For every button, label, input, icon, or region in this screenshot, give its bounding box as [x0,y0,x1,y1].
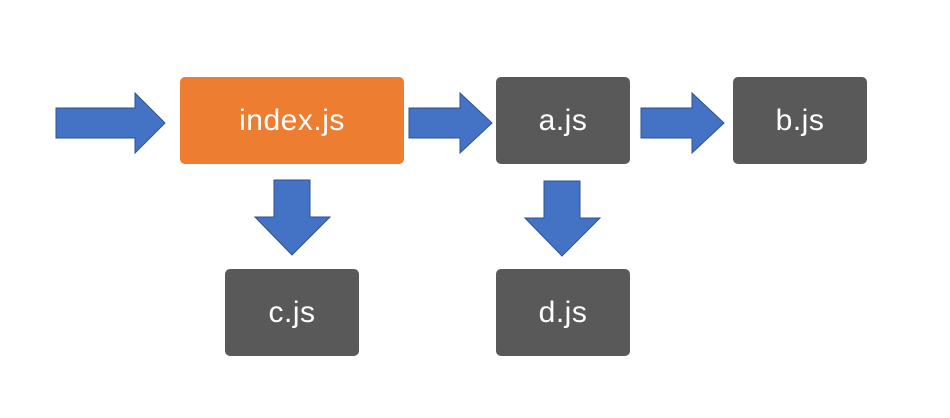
node-label: c.js [268,295,316,329]
node-label: a.js [538,103,588,137]
arrow-a-to-b-icon [640,92,725,154]
node-a-js: a.js [496,77,630,164]
node-label: d.js [538,295,588,329]
arrow-a-to-d-icon [524,180,602,257]
arrow-index-to-c-icon [254,179,332,256]
node-d-js: d.js [496,269,630,356]
node-c-js: c.js [225,269,359,356]
arrow-index-to-a-icon [408,92,493,154]
node-index-js: index.js [180,77,404,164]
node-label: b.js [775,103,825,137]
node-b-js: b.js [733,77,867,164]
node-label: index.js [239,103,345,137]
entry-arrow-icon [55,92,166,154]
